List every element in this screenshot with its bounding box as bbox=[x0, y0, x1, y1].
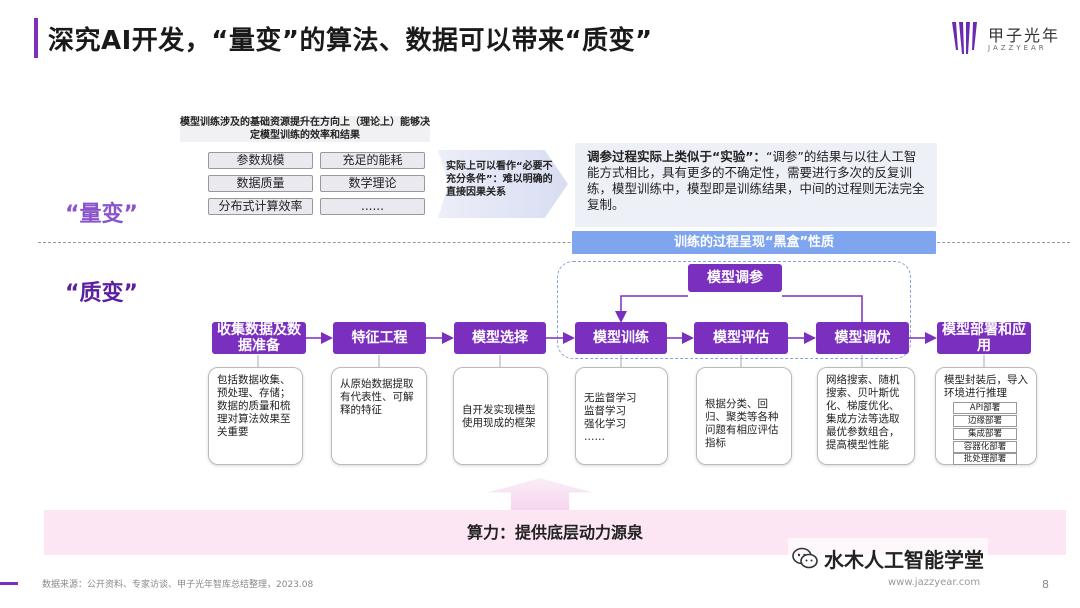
title-accent-bar bbox=[34, 18, 38, 58]
causation-arrow-text: 实际上可以看作“必要不充分条件”：难以明确的直接因果关系 bbox=[446, 161, 553, 198]
step-description: 从原始数据提取有代表性、可解释的特征 bbox=[331, 367, 427, 465]
deploy-item: 边缘部署 bbox=[953, 415, 1017, 427]
step-model-deployment: 模型部署和应用 bbox=[937, 322, 1031, 354]
factor-box: ...... bbox=[320, 198, 425, 215]
step-description: 无监督学习 监督学习 强化学习 …… bbox=[575, 367, 668, 465]
footer-url: www.jazzyear.com bbox=[888, 577, 981, 588]
deploy-item: 集成部署 bbox=[953, 428, 1017, 440]
deploy-item: API部署 bbox=[953, 402, 1017, 414]
step-feature-engineering: 特征工程 bbox=[333, 322, 426, 354]
step-model-training: 模型训练 bbox=[575, 322, 667, 354]
logo: 甲子光年 JAZZYEAR bbox=[950, 20, 1065, 60]
step-data-prep: 收集数据及数据准备 bbox=[212, 322, 306, 354]
factor-box: 参数规模 bbox=[208, 152, 313, 169]
step-description: 包括数据收集、预处理、存储；数据的质量和梳理对算法效果至关重要 bbox=[208, 367, 303, 465]
experiment-body: “调参”的结果与以往人工智能方式相比，具有更多的不确定性，需要进行多次的反复训练… bbox=[587, 149, 925, 212]
source-note: 数据来源：公开资料、专家访谈、甲子光年智库总结整理，2023.08 bbox=[42, 580, 314, 590]
jazzyear-logo-icon bbox=[952, 22, 977, 54]
section-divider bbox=[38, 242, 1070, 243]
blackbox-region bbox=[557, 261, 911, 359]
logo-subtext: JAZZYEAR bbox=[988, 44, 1047, 52]
wechat-watermark: 水木人工智能学堂 bbox=[788, 538, 988, 578]
step-model-optimization: 模型调优 bbox=[816, 322, 909, 354]
step-description: 网络搜索、随机搜索、贝叶斯优化、梯度优化、集成方法等选取最优参数组合，提高模型性… bbox=[817, 367, 915, 465]
blackbox-banner: 训练的过程呈现“黑盒”性质 bbox=[572, 231, 936, 254]
factor-box: 充足的能耗 bbox=[320, 152, 425, 169]
deploy-item: 容器化部署 bbox=[953, 441, 1017, 453]
deploy-item: 批处理部署 bbox=[953, 453, 1017, 465]
logo-text: 甲子光年 bbox=[988, 26, 1061, 45]
factor-box: 数学理论 bbox=[320, 175, 425, 192]
experiment-lead: 调参过程实际上类似于“实验”： bbox=[587, 149, 766, 164]
model-tuning-box: 模型调参 bbox=[688, 264, 782, 292]
page-number: 8 bbox=[1042, 578, 1049, 591]
quantitative-change-label: “量变” bbox=[65, 202, 138, 227]
wechat-icon bbox=[792, 547, 818, 569]
resource-note: 模型训练涉及的基础资源提升在方向上（理论上）能够决定模型训练的效率和结果 bbox=[180, 116, 430, 142]
step-model-selection: 模型选择 bbox=[454, 322, 546, 354]
deployment-intro: 模型封装后，导入环境进行推理 bbox=[944, 374, 1028, 399]
upward-arrow bbox=[488, 478, 592, 510]
factor-box: 分布式计算效率 bbox=[208, 198, 313, 215]
causation-arrow bbox=[438, 150, 568, 218]
page-title: 深究AI开发，“量变”的算法、数据可以带来“质变” bbox=[48, 26, 653, 56]
step-description: 根据分类、回归、聚类等各种问题有相应评估指标 bbox=[696, 367, 792, 465]
experiment-description: 调参过程实际上类似于“实验”：“调参”的结果与以往人工智能方式相比，具有更多的不… bbox=[575, 143, 937, 227]
factor-box: 数据质量 bbox=[208, 175, 313, 192]
step-model-evaluation: 模型评估 bbox=[694, 322, 788, 354]
qualitative-change-label: “质变” bbox=[65, 281, 138, 306]
step-description: 自开发实现模型使用现成的框架 bbox=[453, 367, 548, 465]
footer-accent bbox=[0, 582, 18, 585]
watermark-text: 水木人工智能学堂 bbox=[824, 547, 984, 572]
